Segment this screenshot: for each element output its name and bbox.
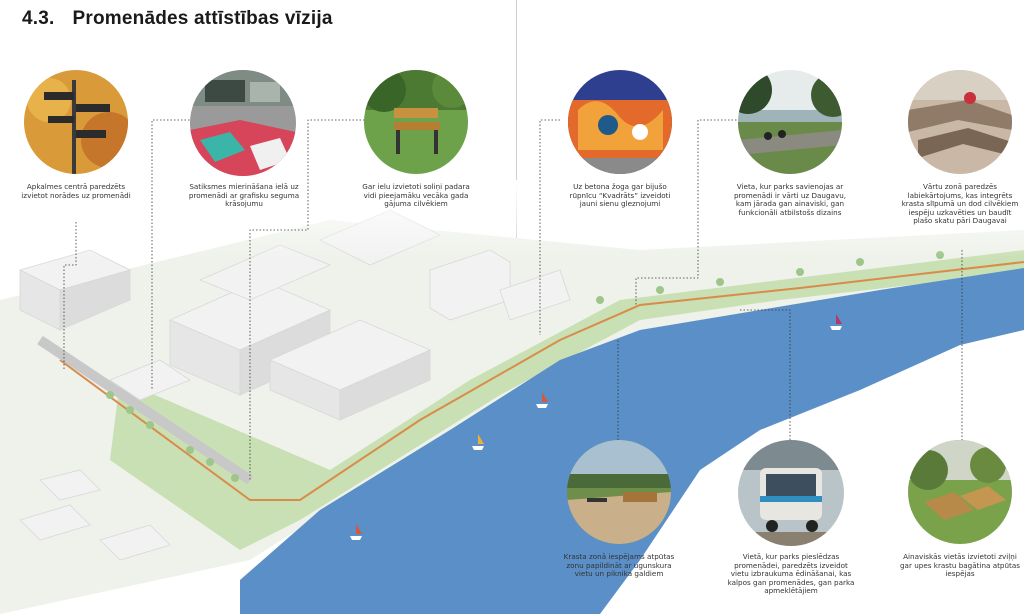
photo-picnic-area bbox=[567, 440, 671, 544]
photo-slope-seating bbox=[908, 70, 1012, 174]
promenade-path bbox=[59, 261, 1024, 501]
caption-picnic-area: Krasta zonā iespējams atpūtas zonu papil… bbox=[563, 552, 675, 579]
street bbox=[37, 335, 253, 485]
photo-park-gateway bbox=[738, 70, 842, 174]
caption-bench: Gar ielu izvietoti soliņi padara vidi pi… bbox=[362, 182, 470, 209]
section-title: Promenādes attīstības vīzija bbox=[72, 8, 333, 29]
caption-slope-seating: Vārtu zonā paredzēs labiekārtojums, kas … bbox=[901, 182, 1019, 226]
caption-park-gateway: Vieta, kur parks savienojas ar promenādi… bbox=[733, 182, 847, 217]
photo-bench bbox=[364, 70, 468, 174]
photo-mural bbox=[568, 70, 672, 174]
photo-signpost bbox=[24, 70, 128, 174]
caption-loungers: Ainaviskās vietās izvietoti zviļņi gar u… bbox=[900, 552, 1021, 579]
caption-food-truck: Vietā, kur parks pieslēdzas promenādei, … bbox=[727, 552, 855, 596]
caption-painted-crossing: Satiksmes mierināšana ielā uz promenādi … bbox=[188, 182, 300, 209]
caption-signpost: Apkalmes centrā paredzēts izvietot norād… bbox=[21, 182, 131, 200]
caption-mural: Uz betona žoga gar bijušo rūpnīcu “Kvadr… bbox=[569, 182, 671, 209]
photo-food-truck bbox=[738, 440, 844, 546]
page-title: 4.3. Promenādes attīstības vīzija bbox=[22, 8, 333, 30]
photo-loungers bbox=[908, 440, 1012, 544]
photo-painted-crossing bbox=[190, 70, 296, 176]
sailboats bbox=[350, 314, 842, 540]
leader-lines bbox=[63, 119, 963, 480]
section-number: 4.3. bbox=[22, 8, 55, 29]
